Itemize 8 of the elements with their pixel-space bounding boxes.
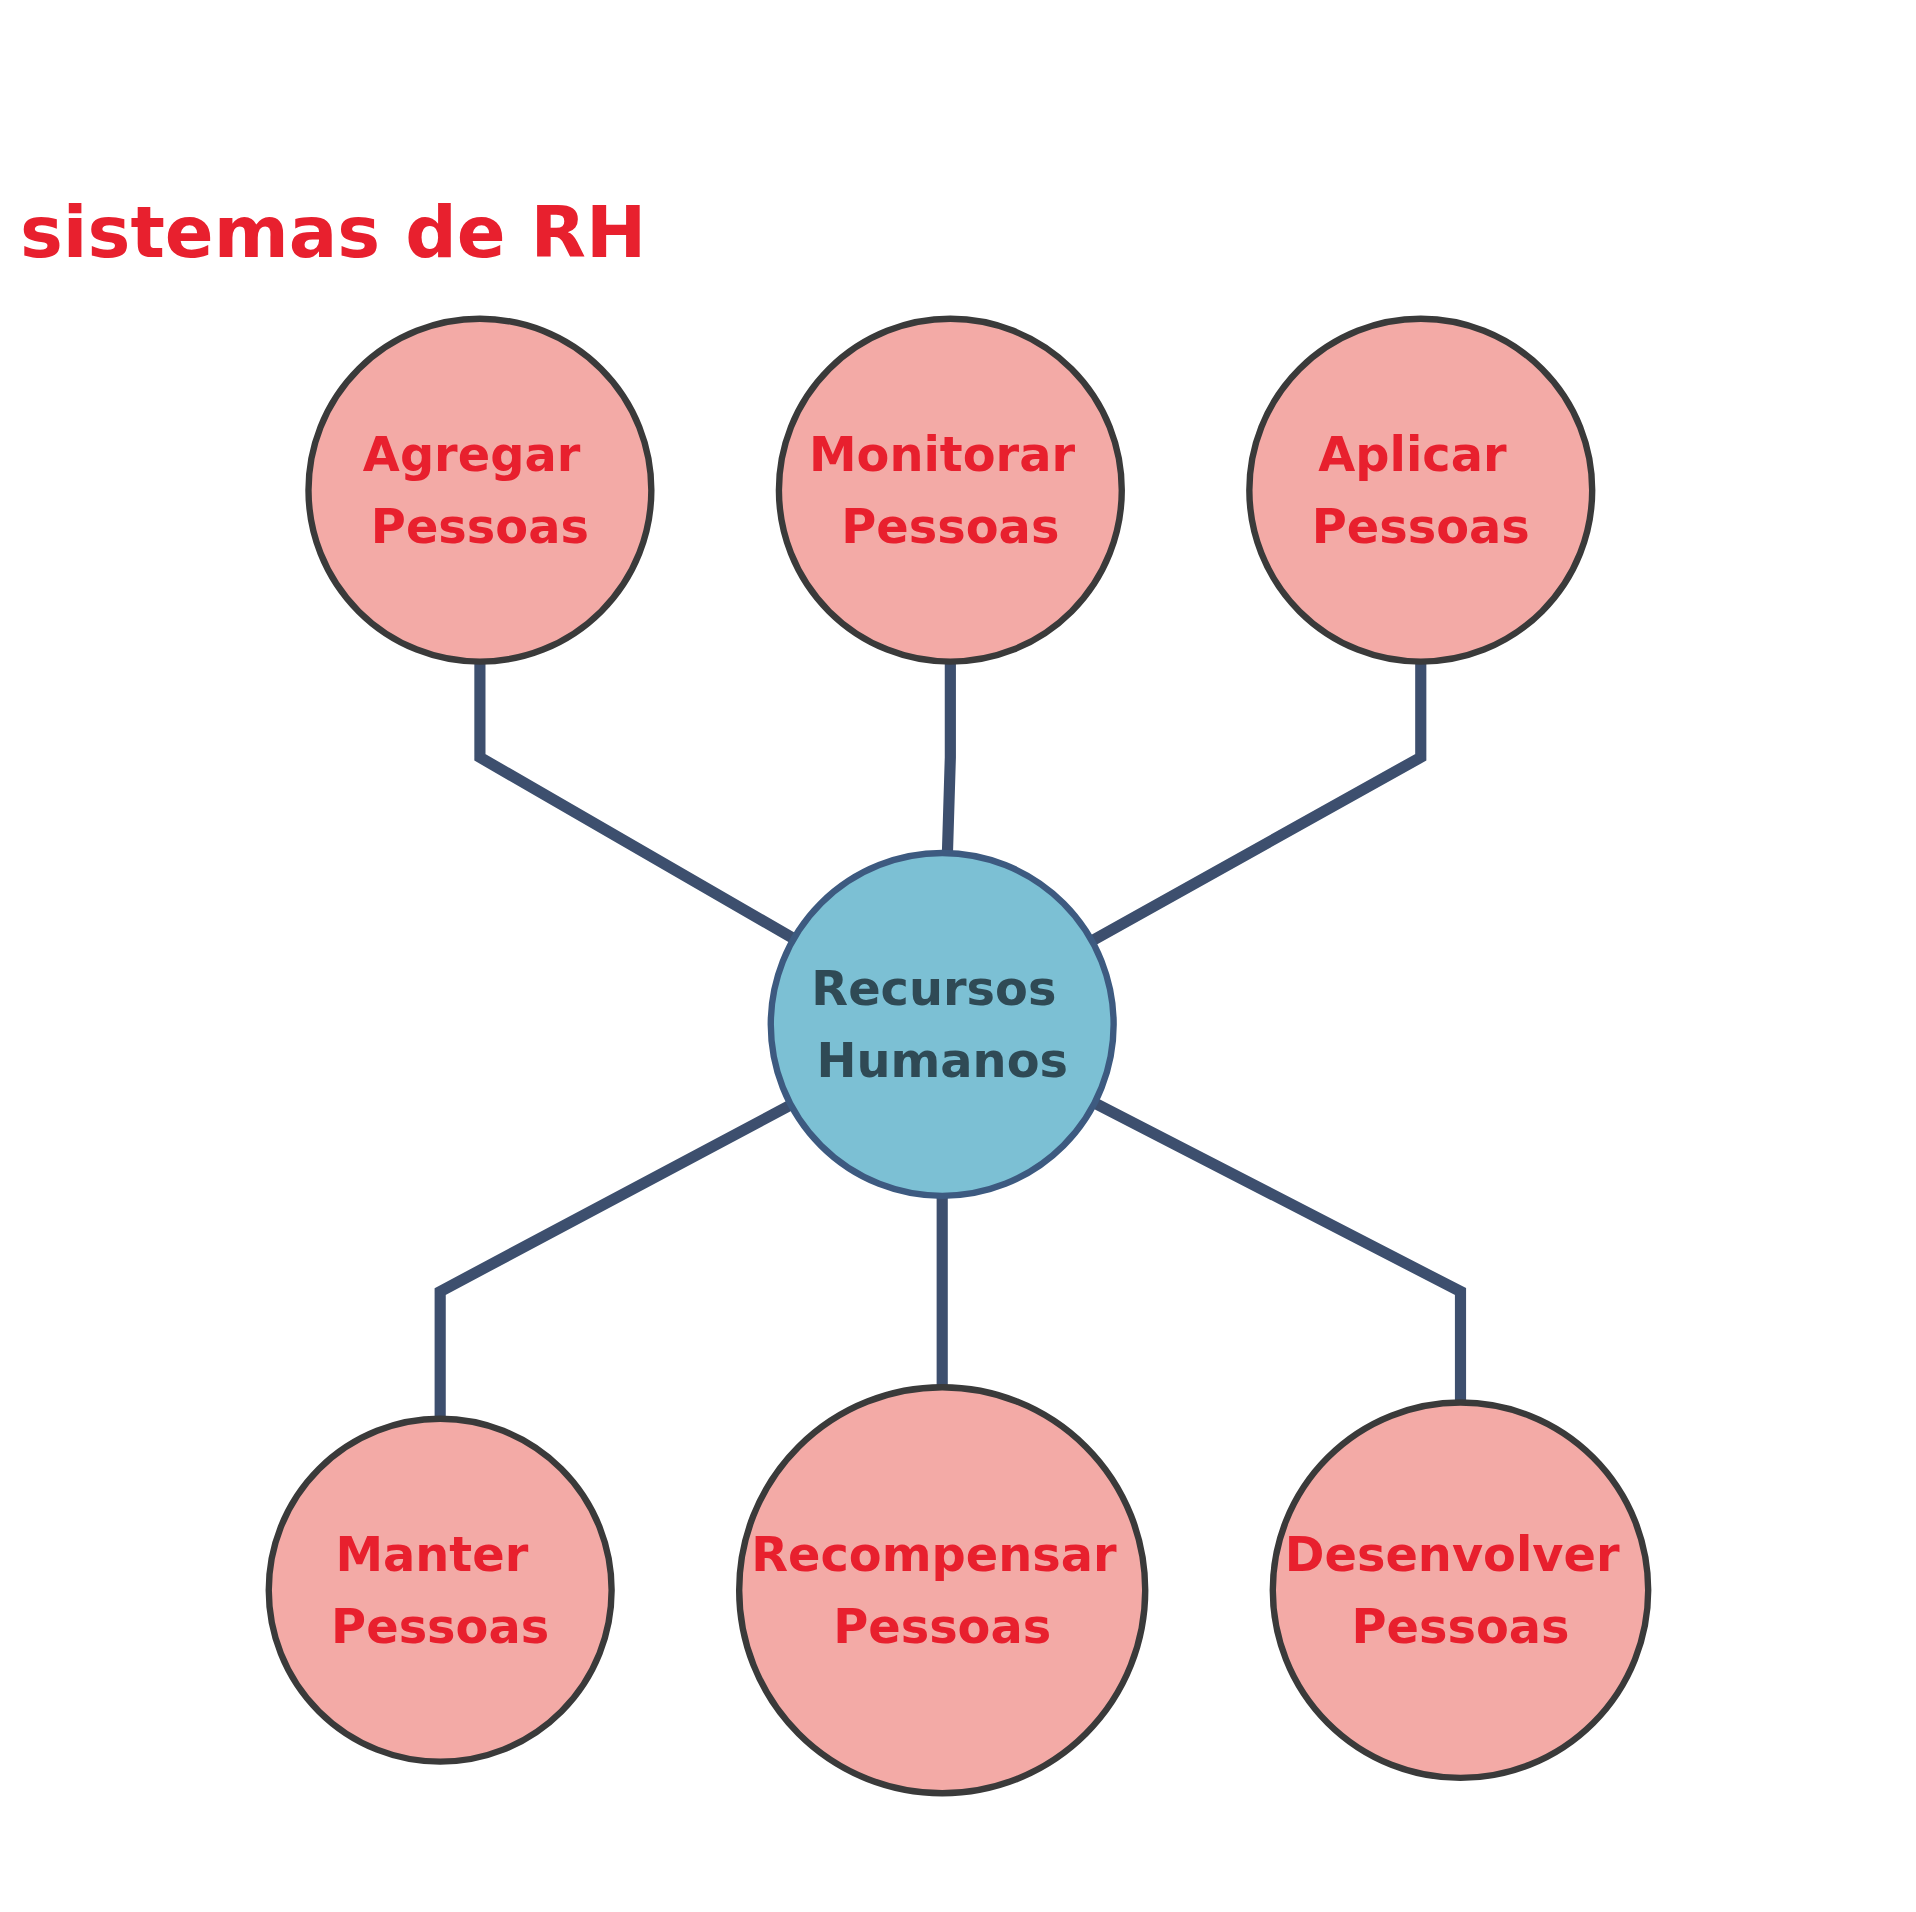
node-circle: Monitorar Pessoas <box>775 315 1125 665</box>
node-circle: Desenvolver Pessoas <box>1269 1399 1651 1782</box>
node-circle: Manter Pessoas <box>265 1415 615 1765</box>
node-circle: Aplicar Pessoas <box>1245 315 1595 665</box>
node-circle: Agregar Pessoas <box>304 315 655 665</box>
diagram-title: sistemas de RH <box>20 190 647 274</box>
node-circle: Recompensar Pessoas <box>735 1384 1148 1797</box>
node-circle: Recursos Humanos <box>767 849 1117 1199</box>
